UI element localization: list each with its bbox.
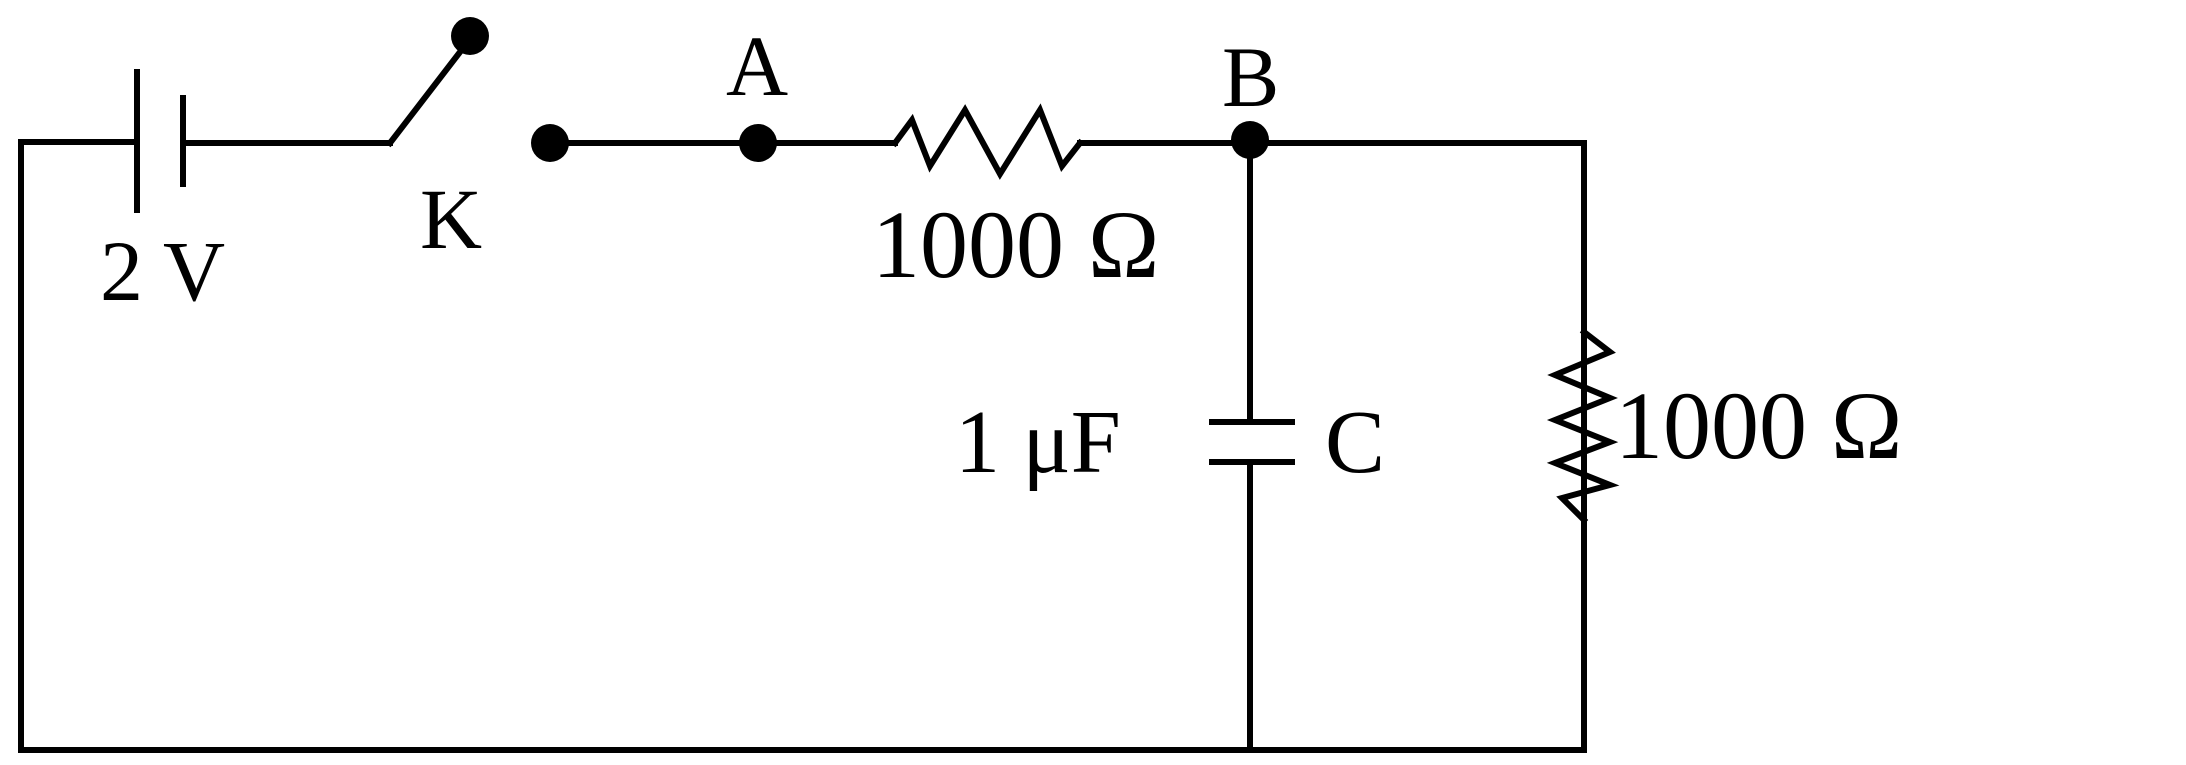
node-a-dot xyxy=(739,124,777,162)
capacitor-value-label: 1 μF xyxy=(955,393,1121,492)
switch-blade xyxy=(385,47,465,148)
load-resistor-zigzag xyxy=(1546,327,1620,525)
switch-pivot-terminal xyxy=(451,17,489,55)
load-resistor-label: 1000 Ω xyxy=(1615,372,1902,479)
switch-label: K xyxy=(420,171,482,267)
node-a-label: A xyxy=(726,18,788,114)
capacitor-name-label: C xyxy=(1325,393,1385,492)
node-b-label: B xyxy=(1222,29,1279,125)
series-resistor-label: 1000 Ω xyxy=(872,191,1159,298)
series-resistor-zigzag xyxy=(890,103,1085,180)
battery-label: 2 V xyxy=(100,223,225,319)
